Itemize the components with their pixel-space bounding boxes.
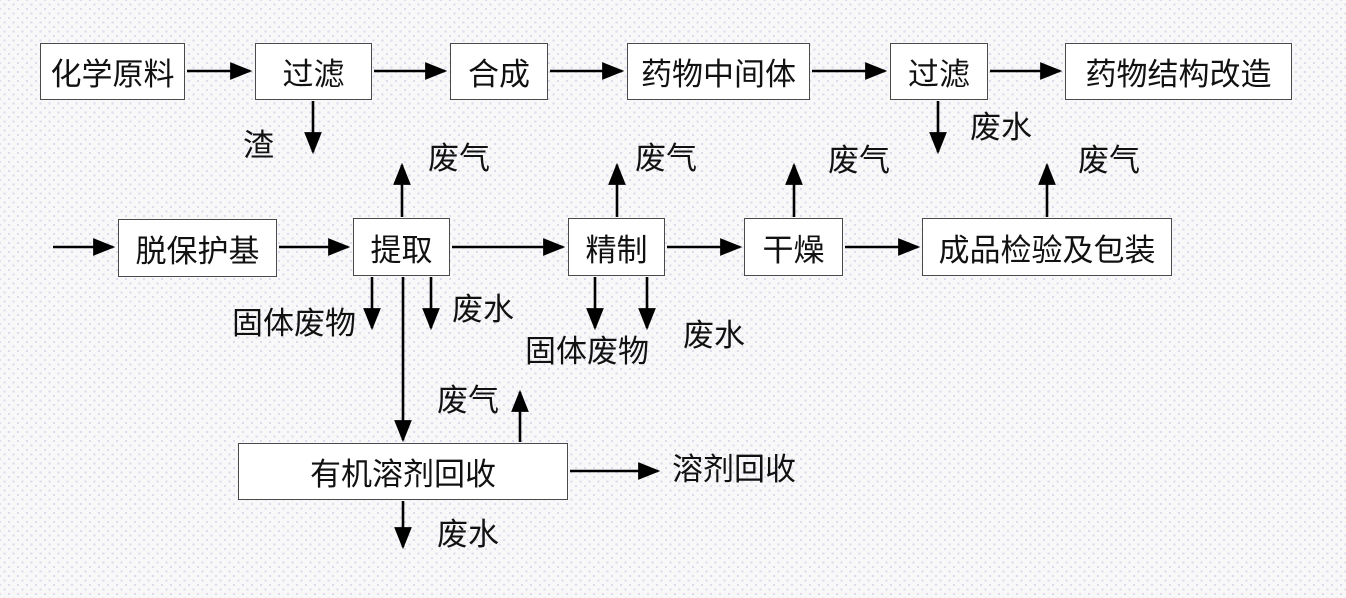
box-inspection-packaging: 成品检验及包装 — [922, 218, 1172, 276]
box-organic-solvent-recovery: 有机溶剂回收 — [238, 443, 568, 500]
box-refining: 精制 — [568, 218, 665, 276]
label-wastegas-extract: 废气 — [428, 141, 490, 176]
box-drying: 干燥 — [744, 218, 843, 276]
label-wastegas-dry: 废气 — [828, 143, 890, 178]
label-wastegas-refine: 废气 — [635, 141, 697, 176]
label-solidwaste-extract: 固体废物 — [232, 306, 356, 341]
label-wastewater-refine: 废水 — [683, 318, 745, 353]
label-solidwaste-refine: 固体废物 — [525, 334, 649, 369]
label-wastegas-solventunit: 废气 — [437, 383, 499, 418]
box-drug-intermediate: 药物中间体 — [627, 43, 810, 100]
box-extraction: 提取 — [353, 218, 450, 276]
label-wastewater-solventunit: 废水 — [437, 517, 499, 552]
box-filter-1: 过滤 — [255, 43, 372, 100]
label-solvent-recovery-output: 溶剂回收 — [672, 452, 796, 487]
box-filter-2: 过滤 — [890, 43, 988, 100]
box-drug-restructure: 药物结构改造 — [1065, 43, 1292, 100]
label-wastewater-filter2: 废水 — [970, 110, 1032, 145]
label-wastegas-inspectpack: 废气 — [1078, 143, 1140, 178]
label-wastewater-extract: 废水 — [452, 292, 514, 327]
label-residue-filter1: 渣 — [243, 128, 274, 163]
box-synthesis: 合成 — [450, 43, 548, 100]
box-chemical-raw-material: 化学原料 — [40, 43, 185, 100]
box-deprotection: 脱保护基 — [118, 219, 277, 277]
